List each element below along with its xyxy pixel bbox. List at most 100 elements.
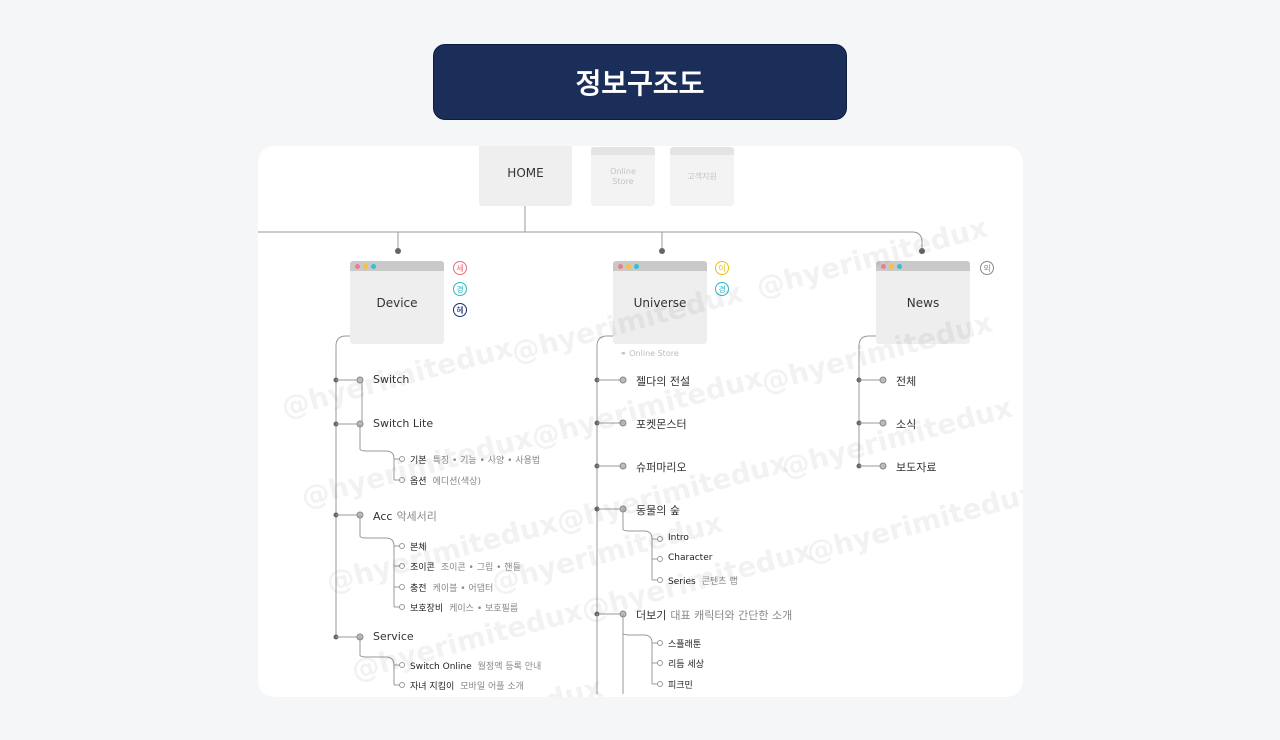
device-sub-connector [359,637,395,666]
link-icon: ⚭ [620,349,630,358]
universe-drop-dot [659,248,665,254]
universe-subitem-4-0[interactable]: 스플래툰 [668,637,701,650]
node-label: 본체 [410,543,427,553]
news-item-1[interactable]: 소식 [896,416,916,432]
news-label: News [906,295,940,310]
node-label: 기본 [410,456,427,466]
universe-item-2[interactable]: 슈퍼마리오 [636,459,687,475]
news-item-dot [879,462,887,470]
device-subitem-dot [399,456,405,462]
universe-page-box[interactable]: Universe [613,261,707,344]
news-item-0[interactable]: 전체 [896,373,916,389]
device-owner-badge: 혜 [453,303,467,317]
device-subitem-dot [399,662,405,668]
device-subitem-dot [399,682,405,688]
device-subitem-2-0[interactable]: 본체 [410,540,427,553]
device-item-3[interactable]: Service [373,630,414,643]
universe-item-1[interactable]: 포켓몬스터 [636,416,687,432]
universe-item-dot [619,419,627,427]
node-sublabel: 대표 캐릭터와 간단한 소개 [670,609,793,622]
node-sublabel: 월정액 등록 안내 [477,662,542,672]
node-label: Service [373,630,414,643]
device-page-box[interactable]: Device [350,261,444,344]
device-owner-badge: 경 [453,282,467,296]
node-label: 젤다의 전설 [636,375,691,388]
node-label: 리듬 세상 [668,660,704,670]
universe-subitem-3-1[interactable]: Character [668,553,712,563]
universe-item-dot [619,462,627,470]
universe-item-0[interactable]: 젤다의 전설 [636,373,690,389]
universe-subitem-3-2[interactable]: Series 콘텐츠 랩 [668,574,738,587]
node-sublabel: 케이블 • 어댑터 [432,584,494,594]
node-label: 포켓몬스터 [636,418,687,431]
home-page-box[interactable]: HOME [479,146,572,206]
page-title: 정보구조도 [433,44,847,120]
node-label: 보도자료 [896,461,937,474]
universe-label: Universe [633,295,687,310]
top-bus-curve [911,231,923,250]
device-sub-connector [359,424,395,460]
universe-owner-badge: 경 [715,282,729,296]
node-label: Series [668,577,696,587]
device-subitem-dot [399,604,405,610]
device-subitem-dot [399,477,405,483]
device-item-0[interactable]: Switch [373,373,409,386]
device-item-dot [356,376,364,384]
device-subitem-2-2[interactable]: 충전 케이블 • 어댑터 [410,581,493,594]
news-item-2[interactable]: 보도자료 [896,459,936,475]
node-label: 조이콘 [410,563,435,573]
device-spine [335,335,371,637]
node-sublabel: 에디션(색상) [432,477,481,487]
node-sublabel: 케이스 • 보호필름 [449,604,519,614]
universe-subitem-4-2[interactable]: 피크민 [668,678,693,691]
online-store-link-note[interactable]: ⚭ Online Store [620,349,679,358]
online-store-ghost-label: Online Store [610,166,636,186]
device-subitem-dot [399,543,405,549]
node-label: 피크민 [668,681,693,691]
news-item-dot [879,419,887,427]
device-subitem-dot [399,563,405,569]
node-label: 전체 [896,375,917,388]
universe-owner-badge: 이 [715,261,729,275]
news-item-dot [879,376,887,384]
node-label: 자녀 지킴이 [410,682,455,692]
node-sublabel: 조이콘 • 그립 • 핸들 [440,563,521,573]
device-subitem-dot [399,584,405,590]
universe-subitem-4-1[interactable]: 리듬 세상 [668,657,704,670]
device-subitem-1-1[interactable]: 옵션 에디션(색상) [410,474,481,487]
news-spine [858,335,894,466]
universe-subitem-dot [657,681,663,687]
node-label: 슈퍼마리오 [636,461,687,474]
node-label: Acc [373,510,393,523]
universe-item-3[interactable]: 동물의 숲 [636,502,680,518]
node-label: 보호장비 [410,604,444,614]
device-subitem-3-0[interactable]: Switch Online 월정액 등록 안내 [410,659,541,672]
node-label: 소식 [896,418,917,431]
node-label: Intro [668,533,689,543]
device-subitem-2-1[interactable]: 조이콘 조이콘 • 그립 • 핸들 [410,560,521,573]
news-drop-dot [919,248,925,254]
device-subitem-2-3[interactable]: 보호장비 케이스 • 보호필름 [410,601,518,614]
node-label: Switch [373,373,410,386]
node-label: 충전 [410,584,427,594]
universe-subitem-3-0[interactable]: Intro [668,533,689,543]
sitemap-card: HOME Online Store 고객지원 Device Universe N… [258,146,1023,697]
device-item-1[interactable]: Switch Lite [373,417,433,430]
node-label: Switch Lite [373,417,434,430]
node-label: 동물의 숲 [636,504,680,517]
device-sub-connector [359,515,395,547]
device-owner-badge: 세 [453,261,467,275]
universe-subitem-dot [657,556,663,562]
node-label: 옵션 [410,477,427,487]
node-label: Switch Online [410,662,472,672]
universe-sub-connector [622,509,653,540]
node-sublabel: 콘텐츠 랩 [701,577,738,587]
news-page-box[interactable]: News [876,261,970,344]
node-label: 스플래툰 [668,640,702,650]
device-drop-dot [395,248,401,254]
universe-subitem-dot [657,640,663,646]
